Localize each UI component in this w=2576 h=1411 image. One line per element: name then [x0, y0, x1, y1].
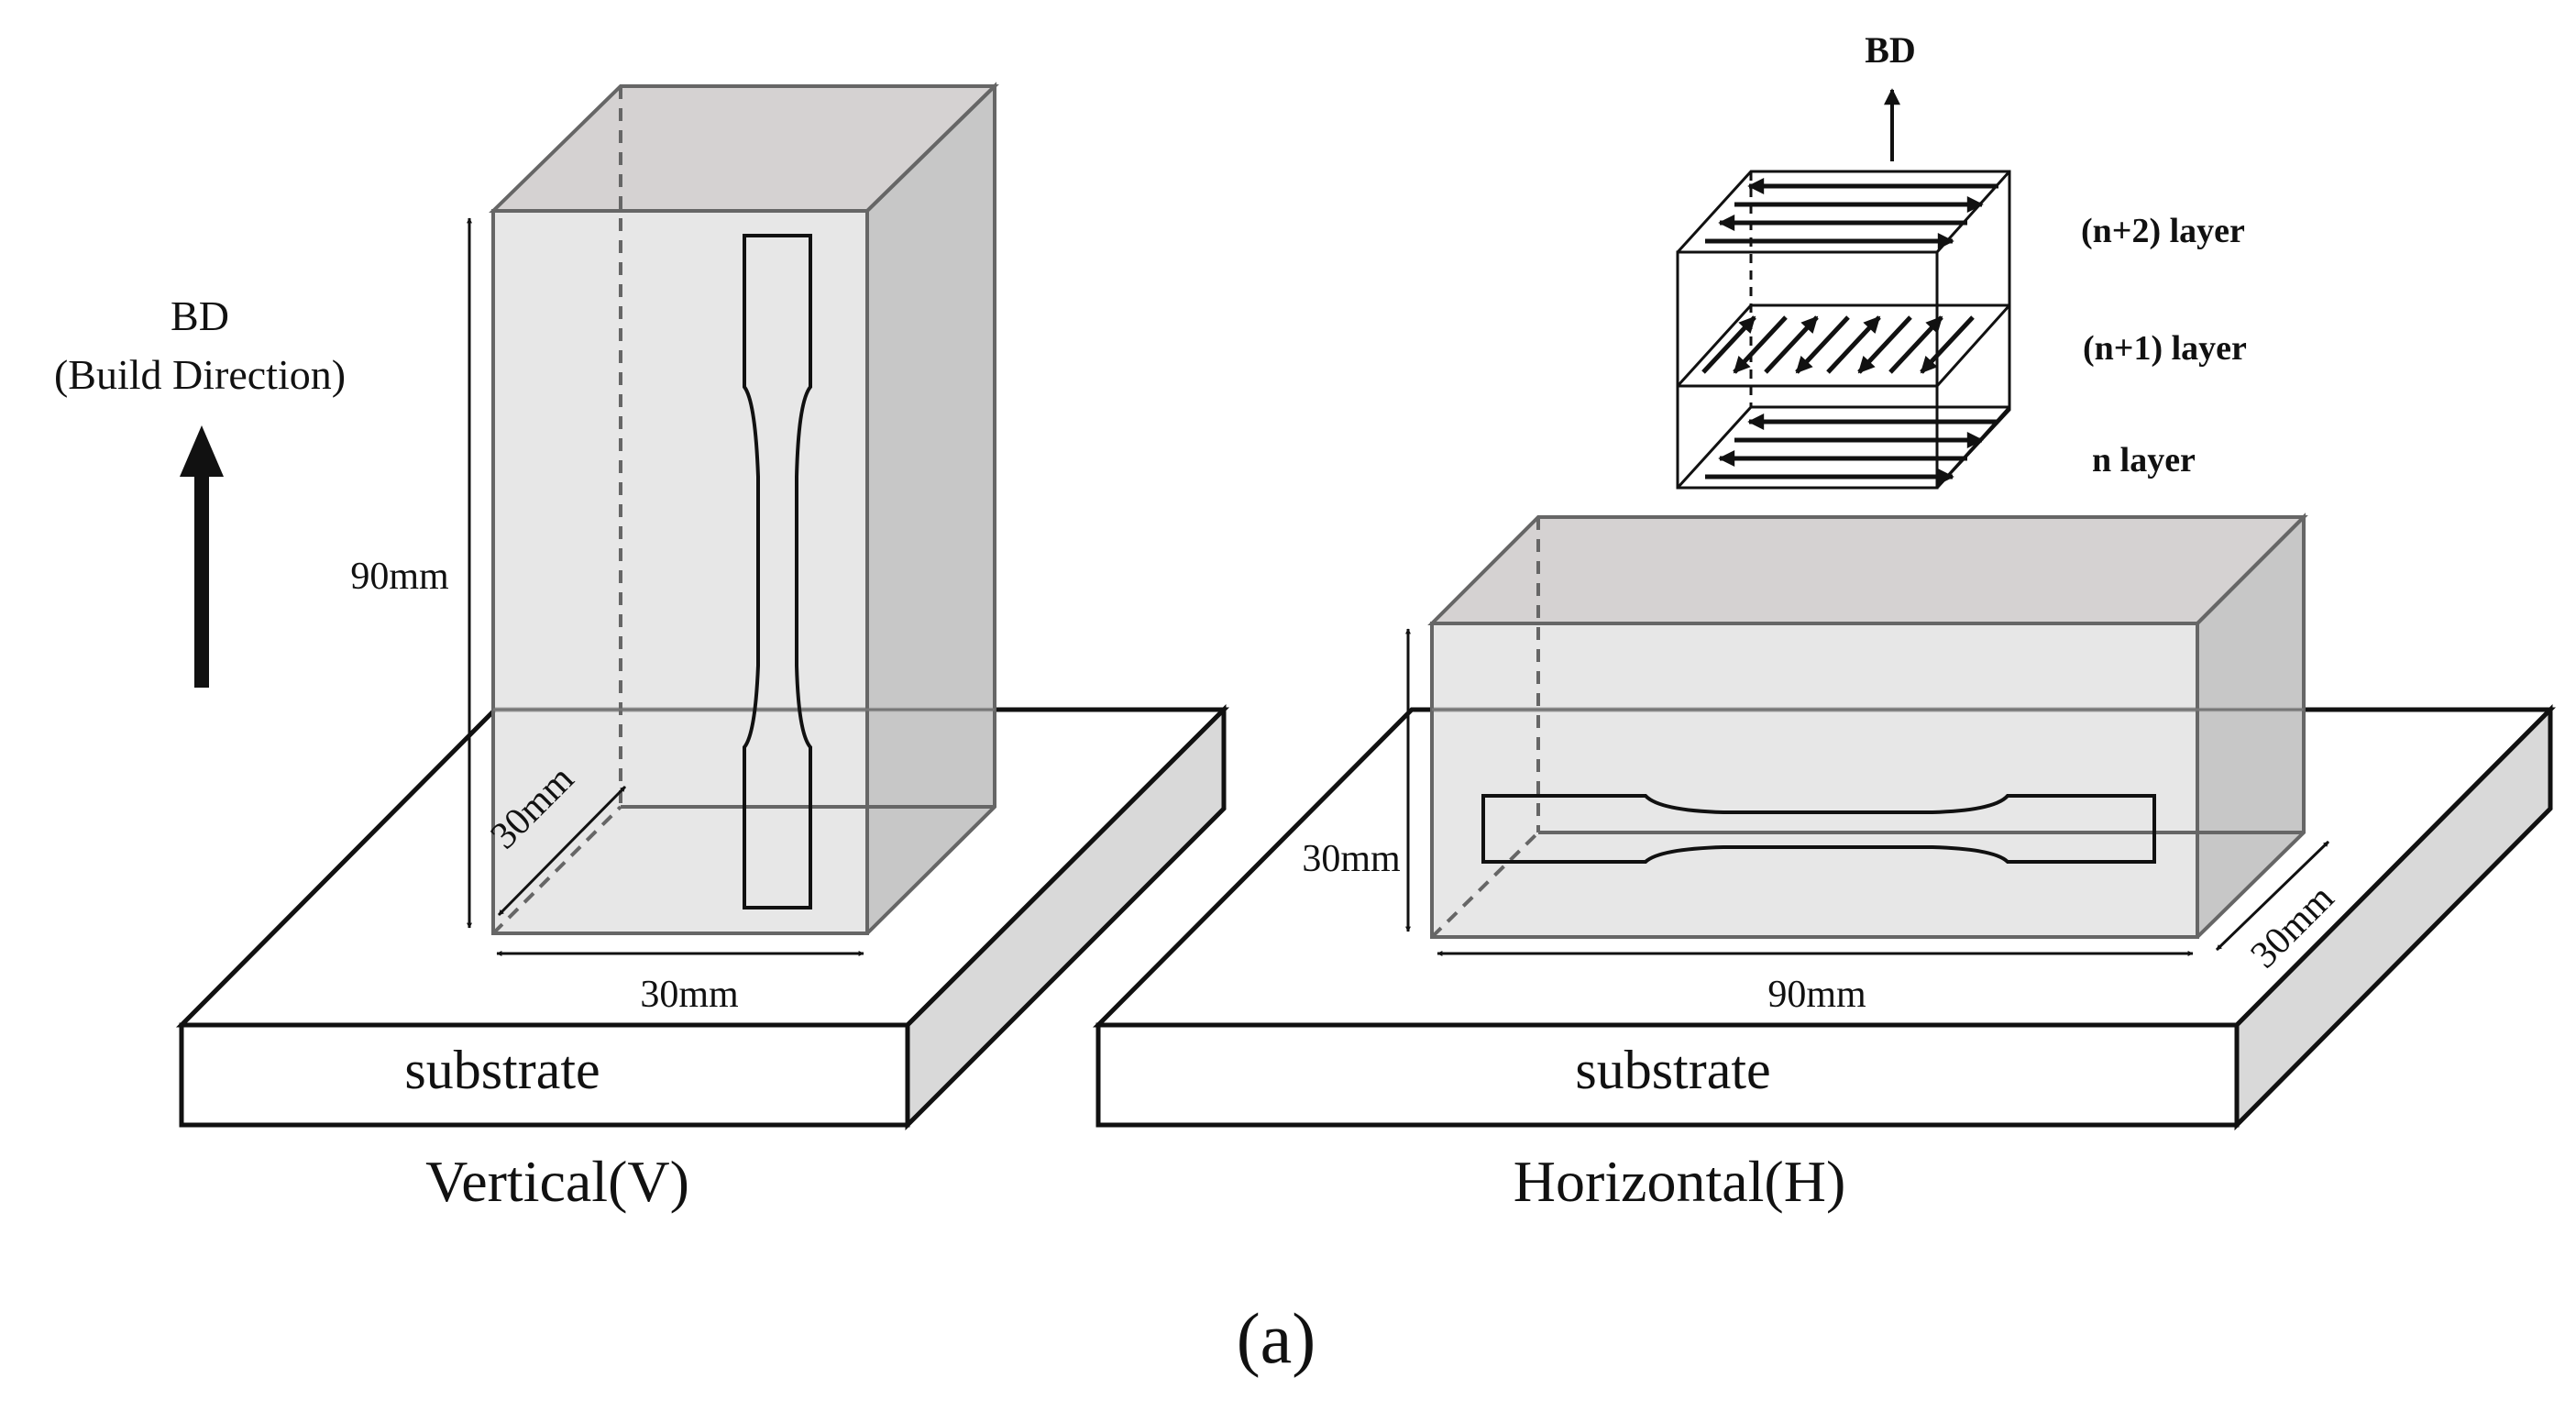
middle-layer-scan-arrows — [1701, 315, 1975, 374]
horizontal-block — [1427, 513, 2308, 939]
horizontal-width-label: 90mm — [1767, 974, 1866, 1016]
vertical-block — [489, 82, 999, 935]
horizontal-tensile-specimen — [1481, 794, 2156, 864]
horizontal-build: substrate 30mm 90mm 30mm Horizontal(H) — [1092, 513, 2557, 1214]
layer-label-n: n layer — [2092, 441, 2196, 480]
horizontal-caption: Horizontal(H) — [1514, 1149, 1846, 1214]
vertical-width-label: 30mm — [640, 974, 739, 1016]
horizontal-substrate-label: substrate — [1575, 1040, 1770, 1100]
vertical-build: substrate 90mm 30mm 30mm — [175, 82, 1230, 1214]
build-direction-indicator: BD (Build Direction) — [54, 292, 346, 688]
panel-label: (a) — [1237, 1298, 1316, 1378]
vertical-substrate-label: substrate — [404, 1040, 600, 1100]
vertical-height-label: 90mm — [350, 556, 449, 598]
horizontal-dimensions: 30mm 90mm 30mm — [1302, 628, 2342, 1016]
scan-strategy-inset: BD — [1676, 29, 2247, 490]
horizontal-height-label: 30mm — [1302, 838, 1401, 880]
top-layer-scan-arrows — [1705, 178, 1998, 249]
vertical-caption: Vertical(V) — [425, 1149, 689, 1214]
build-direction-arrow-icon — [180, 425, 224, 688]
layer-label-n-plus-1: (n+1) layer — [2083, 329, 2247, 368]
vertical-tensile-specimen — [743, 234, 812, 909]
bd-label: BD — [171, 292, 229, 339]
bottom-layer-scan-arrows — [1705, 413, 1998, 485]
inset-bd-label: BD — [1865, 29, 1916, 71]
layer-label-n-plus-2: (n+2) layer — [2081, 212, 2245, 250]
bd-caption: (Build Direction) — [54, 351, 346, 398]
